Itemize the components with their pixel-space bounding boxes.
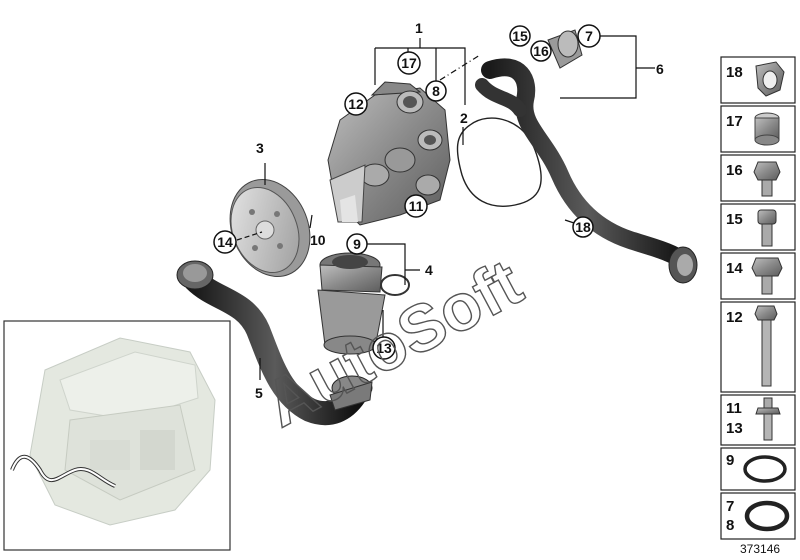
thermostat [317, 252, 410, 355]
sidebar-item-label: 12 [726, 309, 743, 326]
hose-clamp-icon [755, 61, 785, 97]
sidebar-item-7-8[interactable] [720, 492, 796, 540]
sidebar-item-label: 18 [726, 64, 743, 81]
callout-7: 7 [585, 28, 593, 44]
diagram-number: 373146 [740, 542, 780, 556]
sidebar-item-label: 7 [726, 498, 734, 515]
callouts: 1 2 3 4 5 6 10 7 8 9 11 12 13 14 15 16 1… [213, 20, 664, 401]
long-bolt-icon [754, 305, 778, 387]
socket-bolt-icon [757, 209, 777, 247]
parts-sidebar: 18 17 16 15 14 [720, 56, 796, 540]
sidebar-item-label: 15 [726, 211, 743, 228]
sidebar-item-11-13[interactable] [720, 394, 796, 446]
sidebar-item-label-secondary: 13 [726, 420, 743, 437]
sidebar-item-label: 14 [726, 260, 743, 277]
sidebar-item-label: 16 [726, 162, 743, 179]
o-ring-icon [743, 455, 787, 483]
flange-bolt-icon [751, 257, 783, 295]
callout-4: 4 [425, 262, 433, 278]
callout-2: 2 [460, 110, 468, 126]
callout-10: 10 [310, 232, 326, 248]
callout-13: 13 [376, 340, 392, 356]
watermark: AutoSoft [253, 245, 534, 441]
callout-3: 3 [256, 140, 264, 156]
engine-inset [3, 320, 231, 551]
callout-14: 14 [217, 234, 233, 250]
callout-8: 8 [432, 83, 440, 99]
sidebar-item-12[interactable] [720, 301, 796, 393]
callout-11: 11 [409, 198, 424, 214]
callout-16: 16 [533, 43, 549, 59]
sidebar-item-label-secondary: 8 [726, 517, 734, 534]
leader-lines [236, 35, 655, 380]
sidebar-item-label: 9 [726, 452, 734, 469]
hex-bolt-icon [753, 161, 781, 197]
callout-6: 6 [656, 61, 664, 77]
callout-1: 1 [415, 20, 423, 36]
upper-hose [475, 29, 698, 284]
bushing-icon [754, 112, 780, 146]
sidebar-item-label: 11 [726, 400, 742, 417]
callout-12: 12 [348, 96, 364, 112]
callout-5: 5 [255, 385, 263, 401]
stud-bolt-icon [755, 397, 781, 441]
lower-hose [176, 260, 373, 426]
sidebar-item-label: 17 [726, 113, 743, 130]
gasket [456, 117, 542, 207]
pulley [229, 179, 311, 277]
callout-18: 18 [575, 219, 591, 235]
sidebar-item-9[interactable] [720, 447, 796, 491]
callout-17: 17 [401, 55, 417, 71]
callout-15: 15 [512, 28, 528, 44]
water-pump [327, 81, 451, 226]
sealing-ring-icon [744, 500, 790, 532]
callout-9: 9 [353, 236, 361, 252]
